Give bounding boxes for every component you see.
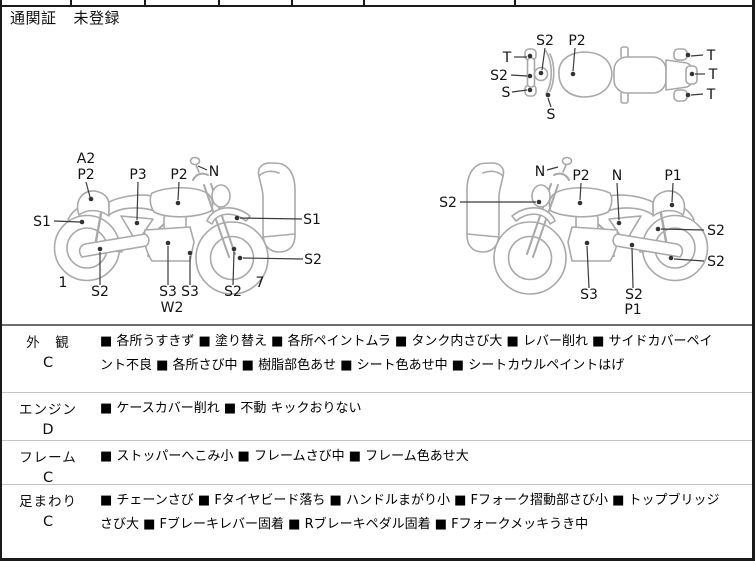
category-cell: 外 観 C [2, 326, 94, 392]
inspection-row-frame: フレーム C ■ ストッパーへこみ小 ■ フレームさび中 ■ フレーム色あせ大 [2, 440, 752, 486]
customs-status: 未登録 [73, 9, 121, 27]
defect-list: ■ ストッパーへこみ小 ■ フレームさび中 ■ フレーム色あせ大 [100, 449, 469, 464]
grade-value: C [42, 514, 54, 530]
grade-value: C [42, 470, 54, 486]
table-cell-divider [220, 0, 293, 5]
category-cell: 足まわり C [2, 485, 94, 553]
table-cell-divider [72, 0, 146, 5]
customs-label: 通関証 [10, 9, 57, 27]
table-cell-divider [293, 0, 365, 5]
defect-list: ■ ケースカバー削れ ■ 不動 キックおりない [100, 401, 362, 416]
diagram-area [2, 29, 752, 324]
table-top-row [2, 0, 752, 7]
defect-list: ■ チェーンさび ■ Fタイヤビード落ち ■ ハンドルまがり小 ■ Fフォーク摺… [100, 493, 720, 532]
defect-list: ■ 各所うすきず ■ 塗り替え ■ 各所ペイントムラ ■ タンク内さび大 ■ レ… [100, 334, 713, 373]
category-label: 外 観 [26, 335, 70, 351]
table-cell-divider [2, 0, 72, 5]
category-label: フレーム [19, 450, 77, 466]
inspection-row-undercarriage: 足まわり C ■ チェーンさび ■ Fタイヤビード落ち ■ ハンドルまがり小 ■… [2, 484, 752, 553]
category-label: 足まわり [19, 494, 77, 510]
grade-value: D [42, 422, 54, 438]
inspection-row-exterior: 外 観 C ■ 各所うすきず ■ 塗り替え ■ 各所ペイントムラ ■ タンク内さ… [2, 324, 752, 392]
category-cell: フレーム C [2, 441, 94, 486]
inspection-row-engine: エンジン D ■ ケースカバー削れ ■ 不動 キックおりない [2, 392, 752, 440]
table-cell-divider [516, 0, 752, 5]
table-cell-divider [146, 0, 220, 5]
category-cell: エンジン D [2, 393, 94, 440]
customs-row: 通関証未登録 [2, 7, 752, 29]
grade-value: C [42, 355, 54, 371]
category-label: エンジン [19, 402, 77, 418]
table-cell-divider [365, 0, 516, 5]
